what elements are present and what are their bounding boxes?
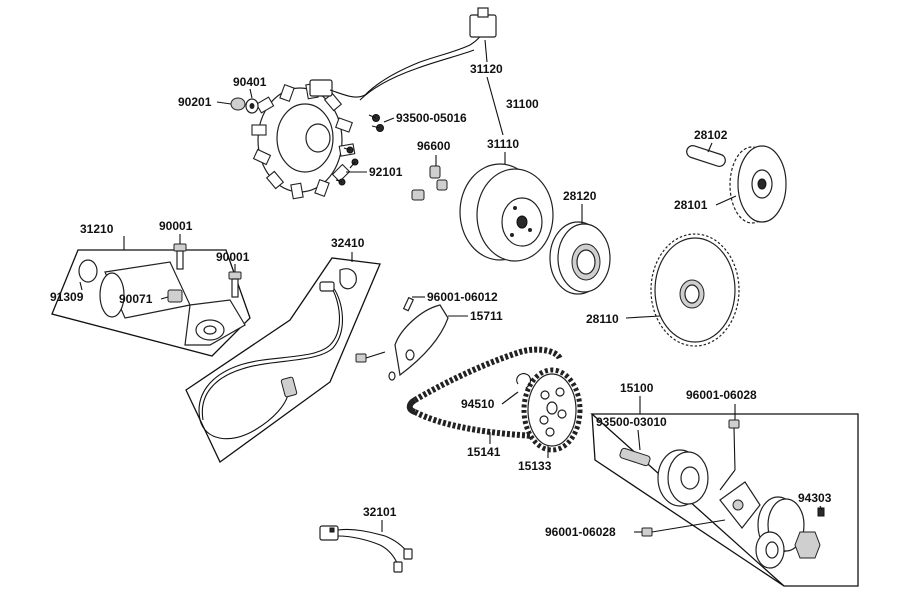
- label-90001-top: 90001: [159, 219, 193, 233]
- drive-sprocket: [521, 367, 583, 453]
- label-96001-06012: 96001-06012: [427, 290, 498, 304]
- idle-gear-shaft: [686, 145, 726, 167]
- label-32410: 32410: [331, 236, 365, 250]
- label-32101: 32101: [363, 505, 397, 519]
- label-31120: 31120: [470, 62, 503, 76]
- harness-connector: [469, 14, 497, 38]
- label-93500-03010: 93500-03010: [596, 415, 667, 429]
- bolt-90001-right: [228, 271, 242, 298]
- label-28101: 28101: [674, 198, 708, 212]
- nut-washer-90201-90401: [230, 97, 259, 114]
- bolts-92101: [335, 146, 359, 186]
- label-91309: 91309: [50, 290, 84, 304]
- bolts-96600: [411, 165, 448, 201]
- stator-coil-assembly: [251, 7, 497, 200]
- label-15100: 15100: [620, 381, 654, 395]
- label-31210: 31210: [80, 222, 114, 236]
- starter-driven-gear: [650, 233, 740, 347]
- label-28110: 28110: [586, 312, 619, 326]
- wire-harness-32101: [319, 525, 413, 573]
- label-94303: 94303: [798, 491, 832, 505]
- label-31110: 31110: [487, 137, 519, 151]
- oil-pump-group: [590, 413, 859, 587]
- label-92101: 92101: [369, 165, 403, 179]
- idle-gear: [729, 145, 787, 224]
- circlip-94510: [516, 373, 532, 389]
- chain-cover-15711: [388, 304, 449, 381]
- label-96001-06028-bottom: 96001-06028: [545, 525, 616, 539]
- starter-cable-group: [185, 257, 381, 463]
- bolt-96001-06028-bottom: [634, 519, 726, 537]
- label-90401: 90401: [233, 75, 267, 89]
- label-93500-05016: 93500-05016: [396, 111, 467, 125]
- starter-motor-group: [51, 249, 251, 357]
- label-28102: 28102: [694, 128, 728, 142]
- label-96001-06028-top: 96001-06028: [686, 388, 757, 402]
- timing-chain: [406, 346, 563, 446]
- label-15711: 15711: [470, 309, 503, 323]
- label-90001-right: 90001: [216, 250, 250, 264]
- label-15133: 15133: [518, 459, 552, 473]
- label-94510: 94510: [461, 397, 495, 411]
- bolts-96001-06012: [355, 296, 415, 363]
- bolt-96001-06028-top: [719, 419, 740, 491]
- label-28120: 28120: [563, 189, 597, 203]
- screws-93500-05016: [368, 114, 384, 132]
- label-31100: 31100: [506, 97, 539, 111]
- label-90201: 90201: [178, 95, 212, 109]
- flywheel-rotor: [459, 163, 554, 262]
- label-96600: 96600: [417, 139, 451, 153]
- starter-clutch: [549, 221, 611, 295]
- label-15141: 15141: [467, 445, 501, 459]
- harness-connector-tab: [477, 7, 489, 18]
- bolt-90001-top: [173, 243, 187, 270]
- label-90071: 90071: [119, 292, 153, 306]
